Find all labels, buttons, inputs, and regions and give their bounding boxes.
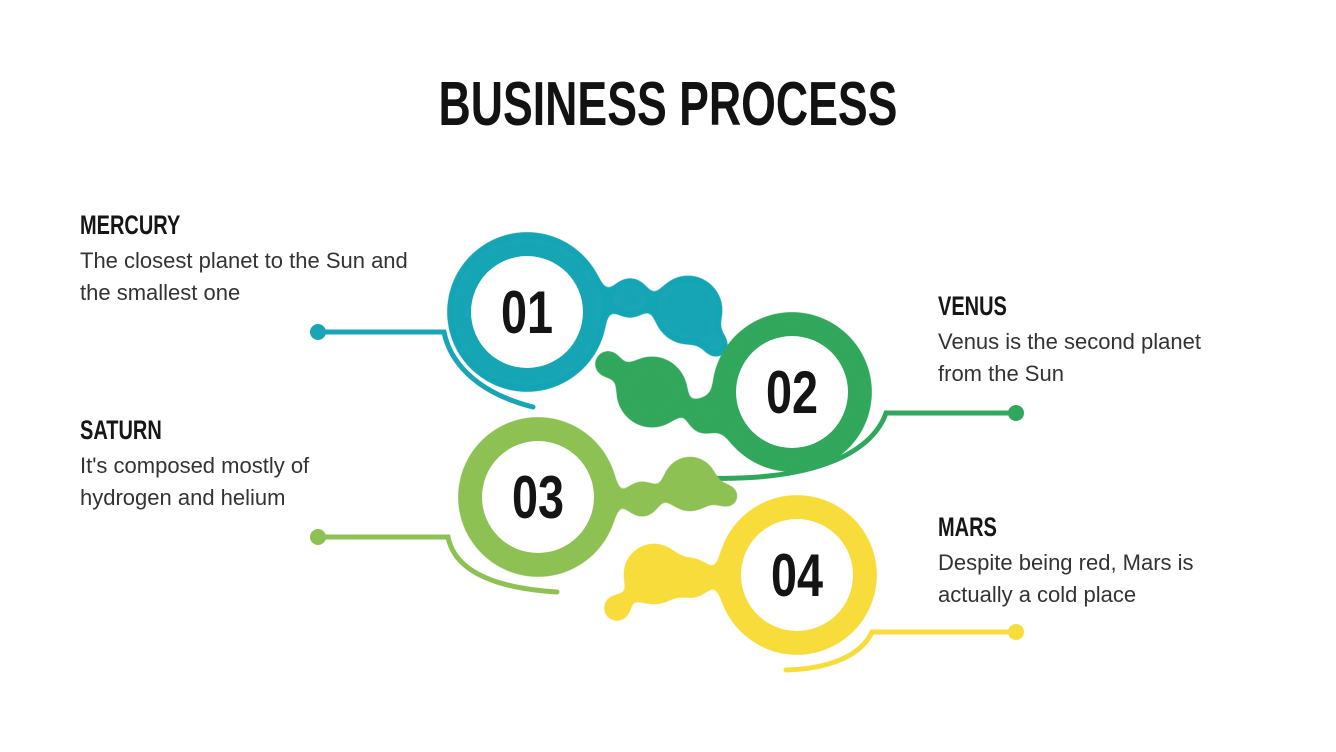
step-03-connector-line (315, 534, 560, 595)
step-04-connector-dot (1008, 624, 1024, 640)
step-04-description: Despite being red, Mars is actually a co… (938, 550, 1194, 607)
step-02-ring-center (736, 336, 848, 448)
step-04-planet-name: MARS (938, 512, 997, 542)
step-04-connector-line (783, 629, 1019, 673)
step-03-connector-dot (310, 529, 326, 545)
step-01-connector-line (315, 329, 536, 410)
step-01-ring-center (471, 256, 583, 368)
step-03-description: It's composed mostly of hydrogen and hel… (80, 453, 310, 510)
step-02-connector-dot (1008, 405, 1024, 421)
page-title: BUSINESS PROCESS (438, 70, 898, 139)
step-02-description: Venus is the second planet from the Sun (938, 329, 1201, 386)
step-01-description: The closest planet to the Sun and the sm… (80, 248, 408, 305)
step-04-number: 04 (770, 542, 824, 609)
step-02-planet-name: VENUS (938, 291, 1007, 321)
step-04-ring-center (741, 519, 853, 631)
step-03-planet-name: SATURN (80, 415, 162, 445)
step-02-number: 02 (765, 359, 819, 426)
step-01-planet-name: MERCURY (80, 210, 181, 240)
step-02-connector-line (700, 410, 1019, 481)
step-01-number: 01 (500, 279, 554, 346)
step-01-connector-dot (310, 324, 326, 340)
step-03-ring-center (482, 441, 594, 553)
step-03-number: 03 (511, 464, 565, 531)
